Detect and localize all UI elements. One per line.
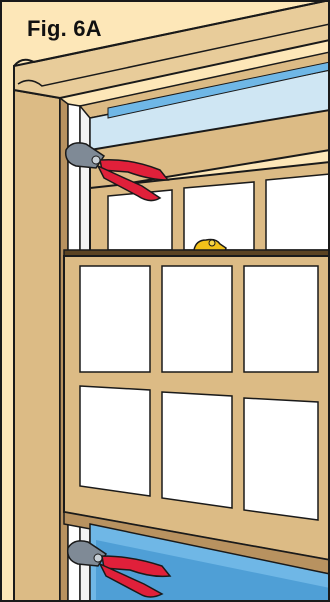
lower-pane-4 xyxy=(80,386,150,496)
upper-pane-3 xyxy=(266,174,330,250)
lower-pane-2 xyxy=(162,266,232,372)
upper-pane-1 xyxy=(108,190,172,250)
lower-pane-1 xyxy=(80,266,150,372)
lower-pane-5 xyxy=(162,392,232,508)
left-casing xyxy=(14,90,60,602)
lower-pane-6 xyxy=(244,398,318,520)
upper-pane-2 xyxy=(184,182,254,250)
figure-caption: Fig. 6A xyxy=(27,16,102,42)
lower-pane-3 xyxy=(244,266,318,372)
